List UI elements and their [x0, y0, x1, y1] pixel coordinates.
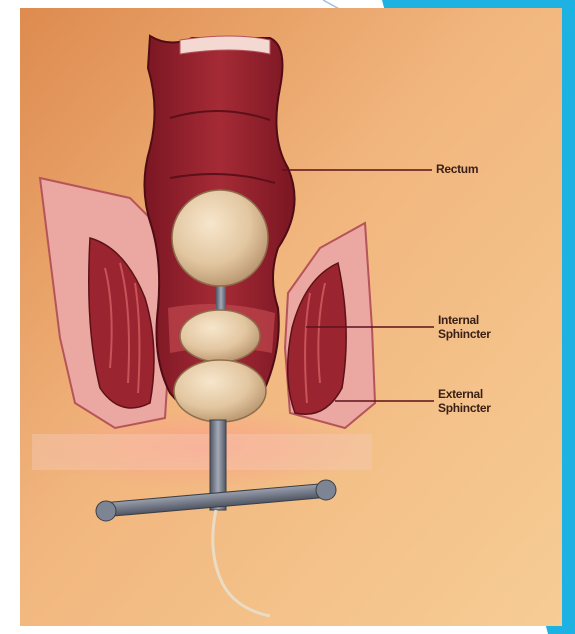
internal-sphincter-label: Internal Sphincter [438, 313, 491, 341]
external-sphincter-balloon [174, 360, 266, 422]
external-sphincter-label-line-1: External [438, 387, 491, 401]
internal-sphincter-label-line-2: Sphincter [438, 327, 491, 341]
external-sphincter-label-line-2: Sphincter [438, 401, 491, 415]
external-sphincter-label: External Sphincter [438, 387, 491, 415]
internal-sphincter-label-line-1: Internal [438, 313, 491, 327]
internal-sphincter-balloon [180, 310, 260, 362]
rectum-label-text: Rectum [436, 162, 478, 176]
rectal-balloon [172, 190, 268, 286]
crossbar-knob-right [316, 480, 336, 500]
pale-band [32, 434, 372, 470]
rectum-label: Rectum [436, 162, 478, 176]
crossbar-knob-left [96, 501, 116, 521]
